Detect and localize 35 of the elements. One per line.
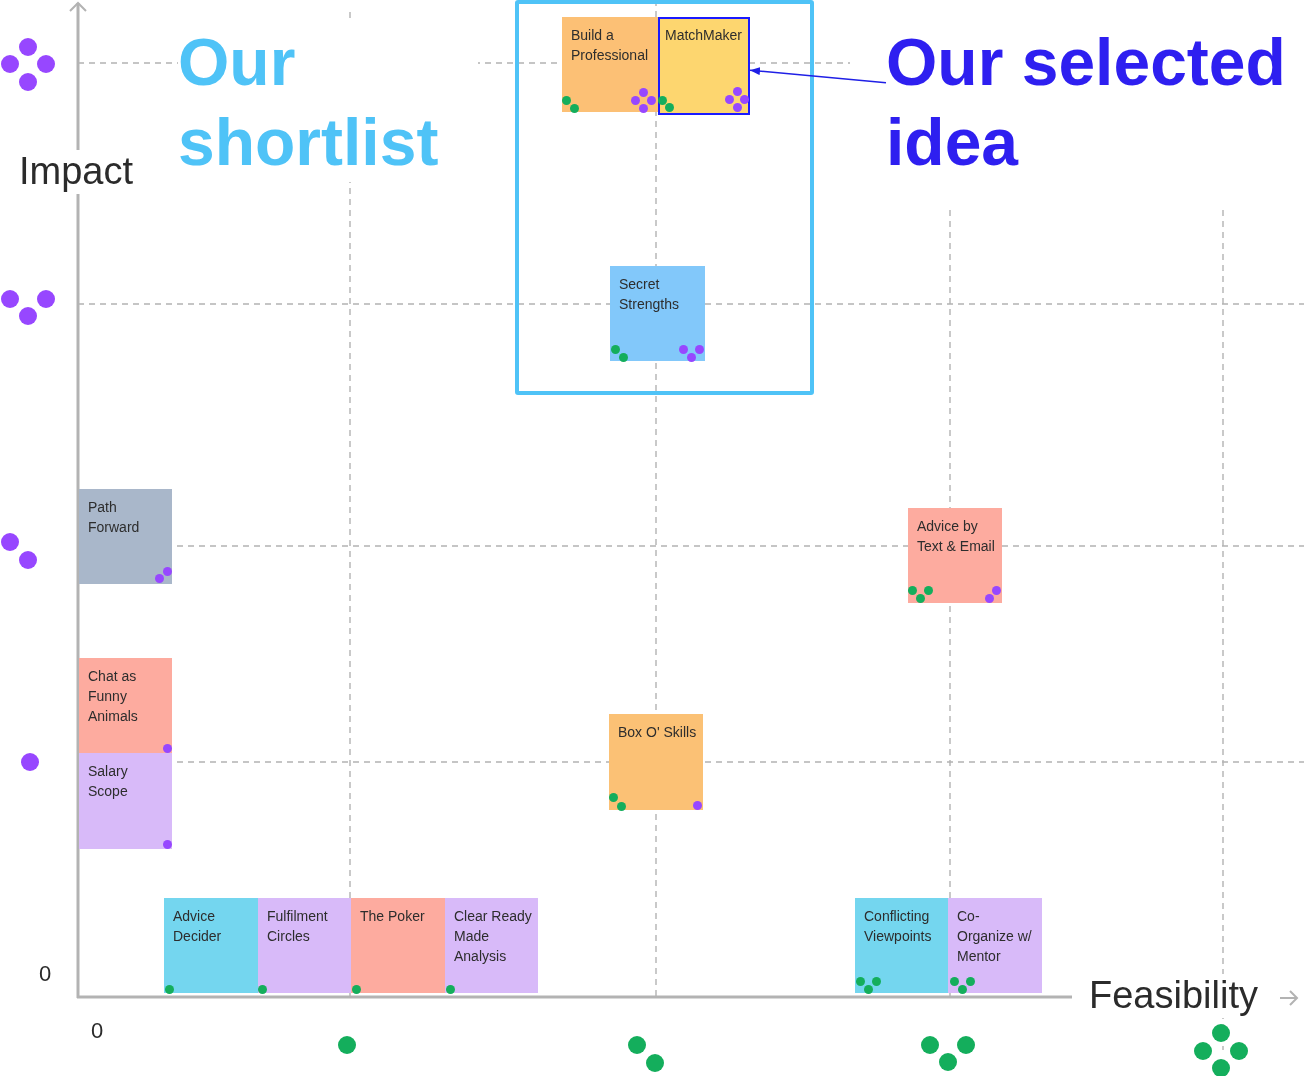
note-text: Salary Scope [88, 762, 129, 801]
sticky-note [855, 898, 948, 993]
note-text: Fulfilment Circles [267, 907, 329, 946]
sticky-note [79, 658, 172, 753]
sticky-note [445, 898, 538, 993]
tick-label: 0 [39, 961, 52, 987]
sticky-note [609, 714, 703, 810]
note-text: Box O' Skills [618, 723, 698, 742]
note-text: Secret Strengths [619, 275, 680, 314]
sticky-note [908, 508, 1002, 603]
sticky-note [351, 898, 445, 993]
axis-label: Feasibility [1089, 974, 1258, 1018]
note-text: Chat as Funny Animals [88, 667, 139, 726]
note-text: Path Forward [88, 498, 141, 537]
arrow [749, 67, 887, 84]
sticky-note [658, 17, 750, 115]
frame-heading: Our shortlist [178, 22, 478, 182]
highlight-frame [515, 0, 814, 395]
sticky-note [610, 266, 705, 361]
note-text: Co-Organize w/ Mentor [957, 907, 1033, 966]
note-text: Build a Professional [571, 26, 650, 65]
sticky-note [562, 17, 658, 112]
note-text: Advice Decider [173, 907, 223, 946]
sticky-note [948, 898, 1042, 993]
tick-label: 0 [91, 1018, 104, 1044]
sticky-note [164, 898, 258, 993]
sticky-note [258, 898, 351, 993]
note-text: Clear Ready Made Analysis [454, 907, 533, 966]
note-text: Advice by Text & Email [917, 517, 996, 556]
sticky-note [79, 753, 172, 849]
note-text: The Poker [360, 907, 426, 926]
note-text: Conflicting Viewpoints [864, 907, 933, 946]
note-text: MatchMaker [665, 26, 744, 45]
axis-label: Impact [19, 150, 134, 194]
sticky-note [79, 489, 172, 584]
